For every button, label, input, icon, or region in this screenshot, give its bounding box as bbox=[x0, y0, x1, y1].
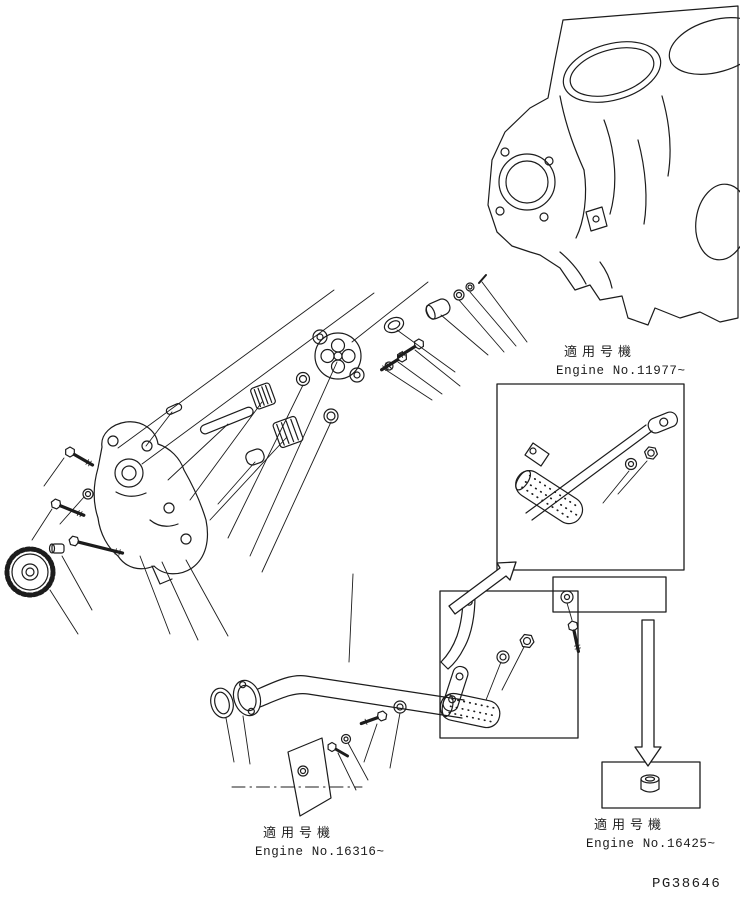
note-en-label: Engine No.16316~ bbox=[255, 845, 385, 859]
hex-bolt bbox=[380, 351, 408, 372]
callout-arrows bbox=[448, 561, 662, 767]
hex-bolt bbox=[359, 710, 388, 726]
pump-rotor-assembly bbox=[312, 329, 365, 383]
bracket-foot bbox=[442, 665, 469, 712]
pipe-flange bbox=[232, 679, 262, 717]
splined-gear-large bbox=[272, 415, 304, 449]
up-right-arrow bbox=[448, 561, 517, 615]
o-ring bbox=[295, 371, 311, 387]
pump-drive-gear bbox=[4, 546, 56, 598]
note-engine-16425: 適用号機 Engine No.16425~ bbox=[586, 814, 716, 851]
hose-screen bbox=[515, 470, 584, 525]
detail-box-washer-strip bbox=[552, 576, 667, 613]
oil-pipe bbox=[210, 675, 501, 817]
hex-bolt bbox=[397, 338, 425, 359]
sleeve-bush bbox=[425, 298, 451, 320]
cap-nut-contents bbox=[640, 774, 660, 793]
note-engine-16316: 適用号機 Engine No.16316~ bbox=[255, 822, 385, 859]
bushing bbox=[245, 448, 265, 466]
detail-box-tube bbox=[496, 383, 685, 571]
washer bbox=[624, 457, 638, 471]
washer bbox=[340, 733, 352, 745]
hex-bolt bbox=[327, 741, 349, 758]
tube-clamp bbox=[524, 442, 550, 467]
tube-detail-contents bbox=[515, 411, 679, 525]
detail-boxes bbox=[439, 383, 701, 809]
washer-strip-contents bbox=[560, 590, 581, 654]
plug-cap bbox=[48, 543, 65, 554]
snap-pin bbox=[478, 274, 487, 284]
washer bbox=[453, 289, 465, 301]
nut bbox=[519, 633, 535, 649]
hex-bolt bbox=[50, 498, 86, 518]
hex-bolt-long bbox=[68, 535, 125, 556]
down-arrow bbox=[634, 619, 662, 767]
note-engine-11977: 適用号機 Engine No.11977~ bbox=[556, 341, 686, 378]
pump-shaft bbox=[199, 406, 254, 435]
exploded-parts bbox=[50, 274, 487, 556]
bracket-detail-contents bbox=[440, 595, 535, 712]
oil-pump-body bbox=[93, 421, 209, 585]
detail-box-nut bbox=[601, 761, 701, 809]
note-jp-label: 適用号機 bbox=[594, 818, 667, 833]
note-jp-label: 適用号機 bbox=[564, 345, 637, 360]
engine-block bbox=[487, 5, 740, 326]
o-ring-oval bbox=[383, 316, 405, 334]
front-bore-hole bbox=[498, 153, 556, 211]
o-ring bbox=[323, 408, 339, 424]
nut bbox=[643, 446, 659, 460]
detail-box-bracket bbox=[439, 590, 579, 739]
drawing-number: PG38646 bbox=[652, 876, 722, 892]
washer bbox=[82, 488, 94, 500]
washer bbox=[560, 590, 574, 604]
splined-gear-small bbox=[250, 382, 276, 410]
hex-bolt bbox=[567, 620, 581, 654]
note-en-label: Engine No.11977~ bbox=[556, 364, 686, 378]
bracket-plate bbox=[287, 737, 332, 817]
pipe-o-ring bbox=[210, 687, 234, 719]
washer bbox=[465, 282, 475, 292]
note-jp-label: 適用号機 bbox=[263, 826, 336, 841]
washer bbox=[393, 700, 407, 714]
leader-lines bbox=[31, 281, 528, 791]
hex-bolt bbox=[65, 446, 95, 467]
note-en-label: Engine No.16425~ bbox=[586, 837, 716, 851]
washer bbox=[496, 650, 510, 664]
dowel-pin bbox=[165, 403, 183, 415]
